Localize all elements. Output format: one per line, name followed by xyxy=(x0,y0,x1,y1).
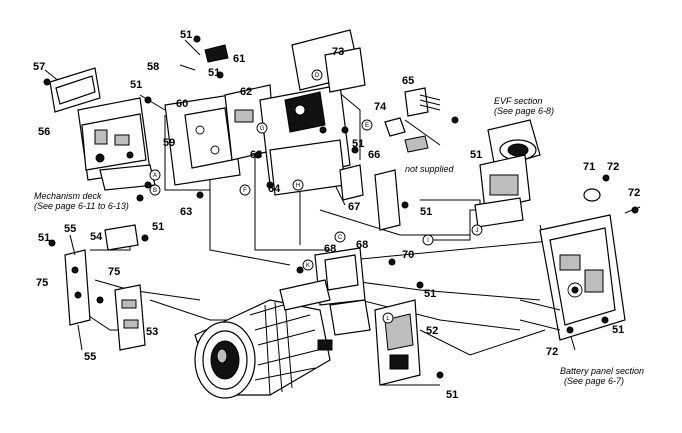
marker-a: A xyxy=(149,169,161,181)
small-parts-upper-right xyxy=(339,87,459,231)
board-52 xyxy=(374,299,444,386)
section-notes: EVF section (See page 6-8) not supplied … xyxy=(34,96,644,386)
evf-section-ref: (See page 6-8) xyxy=(494,106,554,116)
label-54: 54 xyxy=(90,231,103,243)
marker-f: F xyxy=(239,184,251,196)
marker-e: E xyxy=(361,119,373,131)
label-56: 56 xyxy=(38,126,50,138)
label-64: 64 xyxy=(268,183,281,195)
marker-l: L xyxy=(382,312,394,324)
svg-text:J: J xyxy=(476,228,479,234)
svg-text:I: I xyxy=(427,238,429,244)
chassis-plate xyxy=(259,29,366,196)
label-65: 65 xyxy=(402,75,414,87)
label-61: 61 xyxy=(233,53,245,65)
svg-text:B: B xyxy=(153,188,157,194)
label-62: 62 xyxy=(240,86,252,98)
label-51: 51 xyxy=(470,149,482,161)
svg-text:F: F xyxy=(243,188,247,194)
left-side-parts xyxy=(48,224,149,351)
label-71: 71 xyxy=(583,161,595,173)
mechanism-deck xyxy=(77,97,156,202)
label-55: 55 xyxy=(64,223,76,235)
label-51: 51 xyxy=(446,389,458,401)
marker-k: K xyxy=(302,259,314,271)
label-51: 51 xyxy=(38,232,50,244)
mechanism-deck-ref: (See page 6-11 to 6-13) xyxy=(34,201,129,211)
label-51: 51 xyxy=(352,138,364,150)
label-75: 75 xyxy=(108,266,120,278)
label-70: 70 xyxy=(402,249,414,261)
svg-text:E: E xyxy=(365,123,369,129)
label-59: 59 xyxy=(163,137,175,149)
svg-text:L: L xyxy=(386,316,390,322)
battery-panel-ref: (See page 6-7) xyxy=(564,376,624,386)
label-51: 51 xyxy=(612,324,624,336)
label-74: 74 xyxy=(374,101,387,113)
marker-c: C xyxy=(334,231,346,243)
label-75: 75 xyxy=(36,277,48,289)
marker-h: H xyxy=(292,179,304,191)
label-51: 51 xyxy=(130,79,142,91)
label-51: 51 xyxy=(420,206,432,218)
label-72: 72 xyxy=(546,346,558,358)
mechanism-deck-title: Mechanism deck xyxy=(34,191,102,201)
label-55: 55 xyxy=(84,351,96,363)
battery-panel-title: Battery panel section xyxy=(560,366,644,376)
parts-71-72 xyxy=(583,174,641,214)
label-51: 51 xyxy=(152,221,164,233)
marker-d: D xyxy=(311,69,323,81)
part-labels: 51 58 61 57 51 62 56 51 60 59 63 63 73 6… xyxy=(33,29,640,401)
marker-i: I xyxy=(422,234,434,246)
evf-section xyxy=(474,119,541,228)
label-63: 63 xyxy=(250,149,262,161)
marker-j: J xyxy=(471,224,483,236)
marker-g: G xyxy=(256,122,268,134)
label-60: 60 xyxy=(176,98,188,110)
battery-panel-section xyxy=(519,214,626,341)
svg-text:C: C xyxy=(338,235,343,241)
svg-text:D: D xyxy=(315,73,320,79)
svg-text:H: H xyxy=(296,183,300,189)
evf-section-title: EVF section xyxy=(494,96,542,106)
label-52: 52 xyxy=(426,325,438,337)
svg-text:G: G xyxy=(260,126,265,132)
label-51: 51 xyxy=(208,67,220,79)
label-73: 73 xyxy=(332,46,344,58)
reference-markers: A B C D E F G H I J K L xyxy=(149,69,483,324)
label-72: 72 xyxy=(607,161,619,173)
svg-text:A: A xyxy=(153,173,157,179)
label-63: 63 xyxy=(180,206,192,218)
marker-b: B xyxy=(149,184,161,196)
label-66: 66 xyxy=(368,149,380,161)
svg-text:K: K xyxy=(306,263,310,269)
label-67: 67 xyxy=(348,201,360,213)
label-51: 51 xyxy=(180,29,192,41)
label-57: 57 xyxy=(33,61,45,73)
label-72: 72 xyxy=(628,187,640,199)
not-supplied-note: not supplied xyxy=(405,164,455,174)
label-58: 58 xyxy=(147,61,159,73)
bracket-57 xyxy=(43,67,101,113)
label-53: 53 xyxy=(146,326,158,338)
lens-barrel xyxy=(194,279,333,399)
label-51: 51 xyxy=(424,288,436,300)
label-68: 68 xyxy=(324,243,336,255)
label-68: 68 xyxy=(356,239,368,251)
